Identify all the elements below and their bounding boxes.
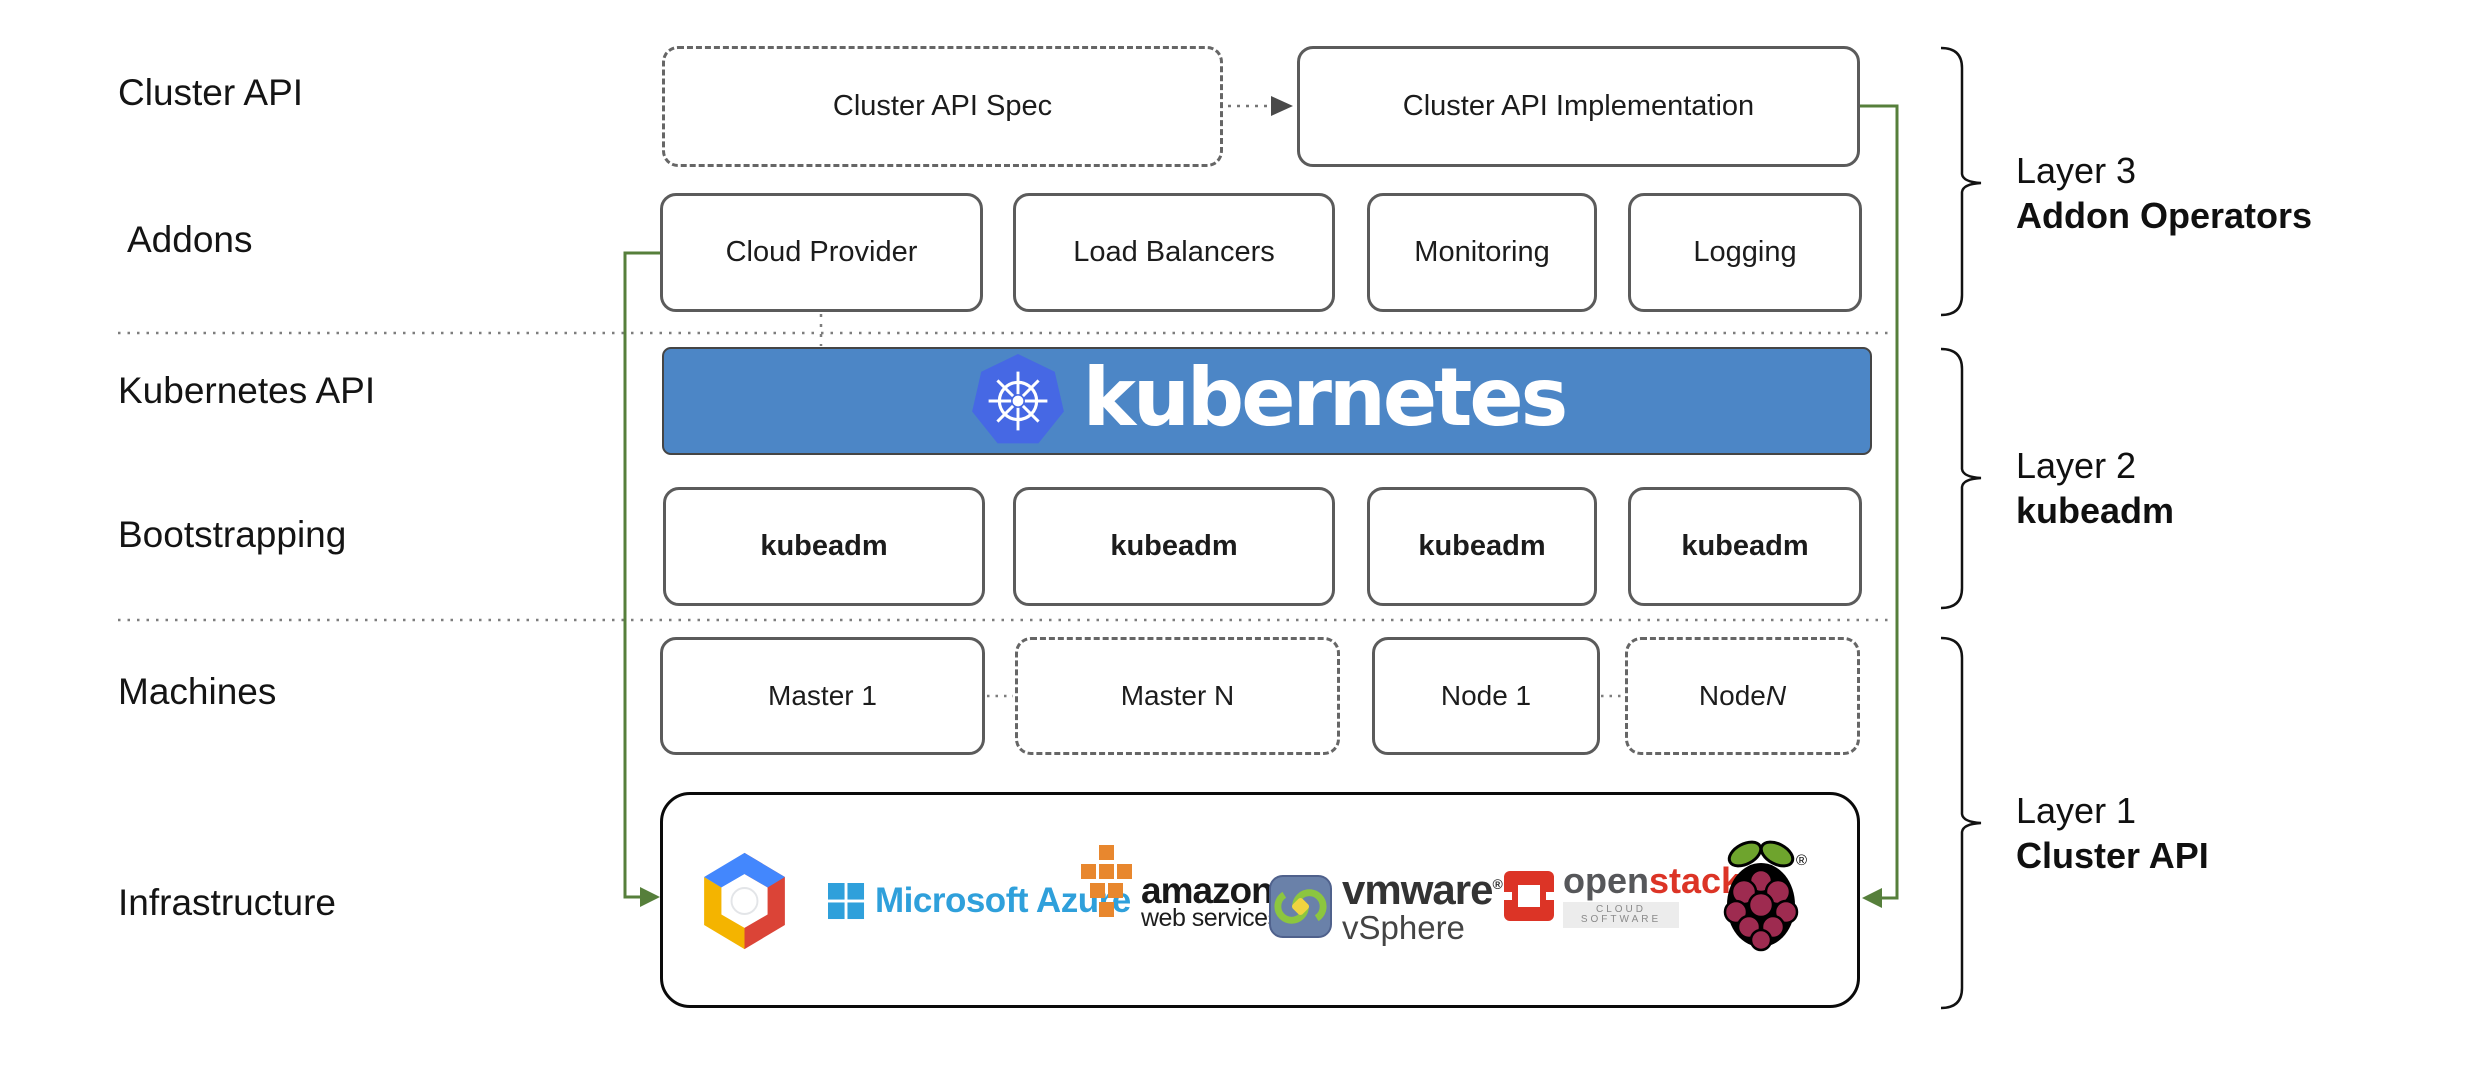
bracket-layer-2 (1940, 347, 1982, 610)
spec-to-impl-arrowhead-icon (1271, 96, 1293, 116)
infrastructure-box: Microsoft Azure amazon web services (660, 792, 1860, 1008)
vmware-registered-mark: ® (1492, 876, 1502, 892)
box-addon-cloud-provider: Cloud Provider (660, 193, 983, 312)
openstack-icon (1503, 870, 1555, 921)
raspberry-pi-logo: ® (1716, 837, 1808, 953)
google-cloud-logo (696, 851, 793, 951)
layer-1-title: Layer 1 (2016, 790, 2137, 831)
box-cluster-api-implementation: Cluster API Implementation (1297, 46, 1860, 167)
layer-3-title: Layer 3 (2016, 150, 2137, 191)
aws-wordmark-line1: amazon (1141, 870, 1274, 912)
row-label-bootstrapping: Bootstrapping (118, 514, 347, 555)
layer-1-subtitle: Cluster API (2016, 835, 2209, 876)
vmware-wordmark: vmware® vSphere (1342, 866, 1503, 946)
box-node-1: Node 1 (1372, 637, 1600, 755)
bracket-layer-1 (1940, 636, 1982, 1010)
aws-wordmark: amazon web services (1141, 870, 1280, 933)
row-label-addons: Addons (127, 219, 253, 260)
box-addon-load-balancers: Load Balancers (1013, 193, 1335, 312)
layer-2-title: Layer 2 (2016, 445, 2137, 486)
raspberry-registered-mark: ® (1796, 852, 1807, 869)
aws-cubes-icon (1081, 845, 1132, 917)
kubernetes-helm-icon (971, 353, 1064, 444)
aws-logo: amazon web services (1081, 843, 1280, 961)
box-kubeadm-3: kubeadm (1367, 487, 1597, 606)
green-arrowhead-left-icon (640, 887, 660, 907)
azure-wordmark: Microsoft Azure (875, 881, 1131, 920)
box-addon-logging: Logging (1628, 193, 1862, 312)
kubernetes-wordmark: kubernetes (1082, 351, 1568, 444)
row-label-machines: Machines (118, 671, 277, 712)
layer-2-label: Layer 2 kubeadm (2016, 443, 2174, 533)
raspberry-pi-icon: ® (1723, 840, 1807, 952)
vmware-wordmark-line1: vmware® (1342, 866, 1503, 913)
openstack-logo: openstack™ CLOUD SOFTWARE (1503, 863, 1754, 928)
openstack-wordmark-stack: stack (1649, 860, 1742, 901)
vmware-wordmark-line2: vSphere (1342, 909, 1465, 946)
green-connector-left (623, 251, 660, 899)
box-kubeadm-1: kubeadm (663, 487, 985, 606)
box-kubeadm-2: kubeadm (1013, 487, 1335, 606)
layer-1-label: Layer 1 Cluster API (2016, 788, 2209, 878)
node-n-prefix: Node (1698, 680, 1766, 711)
vmware-icon (1269, 875, 1332, 938)
box-node-n: Node N (1625, 637, 1860, 755)
vmware-vsphere-logo: vmware® vSphere (1269, 866, 1503, 946)
box-cluster-api-spec: Cluster API Spec (662, 46, 1223, 167)
layer-2-subtitle: kubeadm (2016, 490, 2175, 531)
green-arrowhead-right-icon (1862, 888, 1882, 908)
box-kubeadm-4: kubeadm (1628, 487, 1862, 606)
layer-3-subtitle: Addon Operators (2016, 195, 2313, 236)
openstack-wordmark-open: open (1563, 860, 1649, 901)
openstack-subtitle: CLOUD SOFTWARE (1563, 902, 1679, 928)
bracket-layer-3 (1940, 46, 1982, 317)
row-label-cluster-api: Cluster API (118, 72, 304, 113)
google-cloud-icon (704, 852, 785, 950)
node-n-suffix: N (1765, 680, 1787, 711)
box-master-1: Master 1 (660, 637, 985, 755)
kubernetes-banner: kubernetes (662, 347, 1872, 455)
aws-wordmark-line2: web services (1141, 904, 1280, 933)
microsoft-azure-logo: Microsoft Azure (828, 881, 1131, 921)
layer-3-label: Layer 3 Addon Operators (2016, 148, 2312, 238)
green-connector-right (1860, 104, 1899, 900)
box-master-n: Master N (1015, 637, 1340, 755)
microsoft-azure-icon (828, 882, 865, 919)
row-label-kubernetes-api: Kubernetes API (118, 370, 376, 411)
row-label-infrastructure: Infrastructure (118, 882, 336, 923)
box-addon-monitoring: Monitoring (1367, 193, 1597, 312)
